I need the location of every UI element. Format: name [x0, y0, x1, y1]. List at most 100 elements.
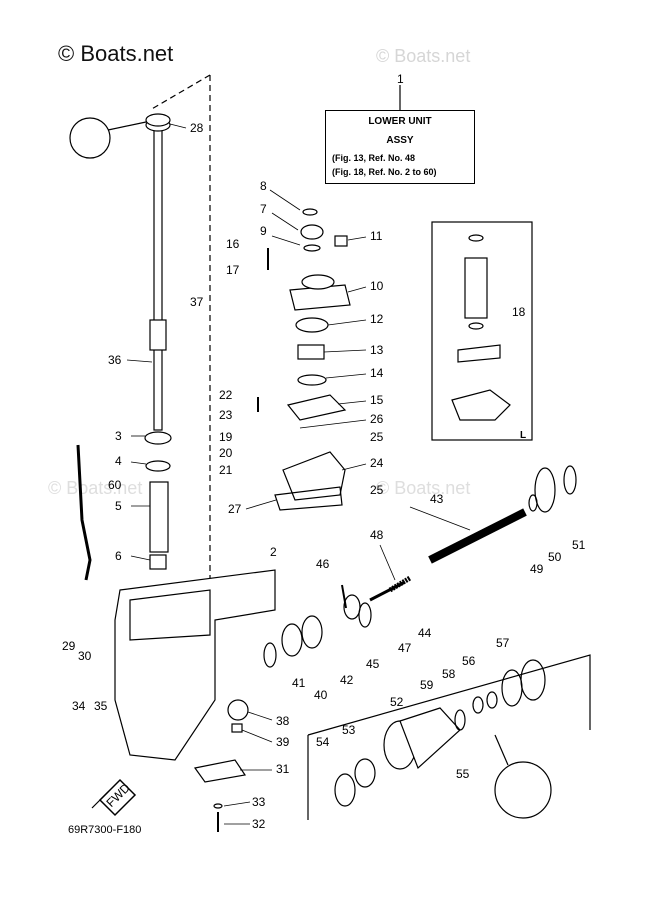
drive-shaft-spline — [149, 319, 167, 351]
bearing — [281, 623, 303, 657]
leader-line — [327, 319, 367, 326]
callout-55: 55 — [456, 767, 470, 781]
o-ring — [358, 602, 372, 628]
leader-line — [347, 236, 367, 241]
callout-9: 9 — [260, 224, 267, 238]
o-ring — [334, 773, 356, 807]
dashed-guide — [149, 74, 211, 111]
o-ring — [563, 465, 577, 495]
shim — [263, 642, 277, 668]
callout-28: 28 — [190, 121, 204, 135]
cross-pin — [341, 584, 347, 609]
callout-16: 16 — [226, 237, 240, 251]
grommet — [334, 235, 348, 247]
leader-line — [379, 544, 396, 581]
leader-line — [347, 286, 367, 293]
outer-plate — [286, 394, 347, 421]
leader-line — [337, 400, 367, 405]
callout-54: 54 — [316, 735, 330, 749]
o-ring — [145, 460, 171, 472]
callout-10: 10 — [370, 279, 384, 293]
dashed-guide — [307, 654, 591, 736]
callout-35: 35 — [94, 699, 108, 713]
pinion-gear — [301, 615, 323, 649]
sleeve — [149, 481, 169, 553]
callout-58: 58 — [442, 667, 456, 681]
washer — [213, 803, 223, 809]
callout-33: 33 — [252, 795, 266, 809]
leader-line — [269, 189, 301, 211]
propeller-shaft — [428, 508, 527, 564]
callout-17: 17 — [226, 263, 240, 277]
o-ring — [303, 244, 321, 252]
callout-29: 29 — [62, 639, 76, 653]
callout-21: 21 — [219, 463, 233, 477]
leader-line — [241, 729, 273, 743]
callout-6: 6 — [115, 549, 122, 563]
o-ring — [468, 234, 484, 242]
callout-59: 59 — [420, 678, 434, 692]
title-note-1: (Fig. 13, Ref. No. 48 — [332, 153, 416, 163]
seal — [300, 224, 324, 240]
detail-circle — [494, 761, 552, 819]
callout-8: 8 — [260, 179, 267, 193]
leader-line — [409, 506, 471, 531]
o-ring — [468, 322, 484, 330]
spring — [388, 575, 412, 593]
fwd-arrow-tail — [91, 791, 109, 809]
inset-housing — [451, 389, 511, 421]
leader-line — [130, 461, 147, 465]
callout-25b: 25 — [370, 483, 384, 497]
leader-line — [130, 555, 151, 561]
leader-line — [325, 373, 367, 379]
drive-shaft — [153, 129, 163, 431]
bearing — [354, 758, 376, 788]
callout-24: 24 — [370, 456, 384, 470]
callout-40: 40 — [314, 688, 328, 702]
title-note-2: (Fig. 18, Ref. No. 2 to 60) — [332, 167, 437, 177]
callout-50: 50 — [548, 550, 562, 564]
leader-line — [323, 349, 367, 353]
callout-57: 57 — [496, 636, 510, 650]
callout-30: 30 — [78, 649, 92, 663]
leader-line — [107, 121, 147, 131]
callout-44: 44 — [418, 626, 432, 640]
callout-41: 41 — [292, 676, 306, 690]
callout-13: 13 — [370, 343, 384, 357]
callout-23: 23 — [219, 408, 233, 422]
inset-plate — [457, 344, 501, 363]
callout-7: 7 — [260, 202, 267, 216]
leader-line — [299, 419, 367, 429]
gasket — [274, 486, 343, 511]
callout-34: 34 — [72, 699, 86, 713]
inset-box — [431, 221, 533, 441]
insert-cartridge — [295, 317, 329, 333]
callout-39: 39 — [276, 735, 290, 749]
leader-line — [271, 235, 301, 246]
callout-22: 22 — [219, 388, 233, 402]
callout-18: 18 — [512, 305, 526, 319]
bearing — [145, 113, 171, 127]
callout-45: 45 — [366, 657, 380, 671]
watermark-main: © Boats.net — [58, 41, 174, 66]
o-ring — [501, 669, 523, 707]
title-line-1: LOWER UNIT — [368, 116, 432, 127]
callout-52: 52 — [390, 695, 404, 709]
leader-line — [169, 123, 187, 129]
watermark-ghost: © Boats.net — [48, 478, 143, 498]
anode — [193, 759, 247, 783]
lower-case-top — [129, 589, 211, 641]
seal — [454, 709, 466, 731]
callout-51: 51 — [572, 538, 586, 552]
callout-1: 1 — [397, 72, 404, 86]
inset-sleeve — [464, 257, 488, 319]
leader-line — [341, 463, 367, 471]
o-ring — [520, 659, 546, 701]
figure-code: 69R7300-F180 — [68, 824, 142, 836]
callout-46: 46 — [316, 557, 330, 571]
watermark-ghost: © Boats.net — [376, 46, 471, 66]
callout-43: 43 — [430, 492, 444, 506]
callout-3: 3 — [115, 429, 122, 443]
fwd-arrow — [98, 778, 137, 817]
pump-housing-top — [301, 274, 335, 290]
